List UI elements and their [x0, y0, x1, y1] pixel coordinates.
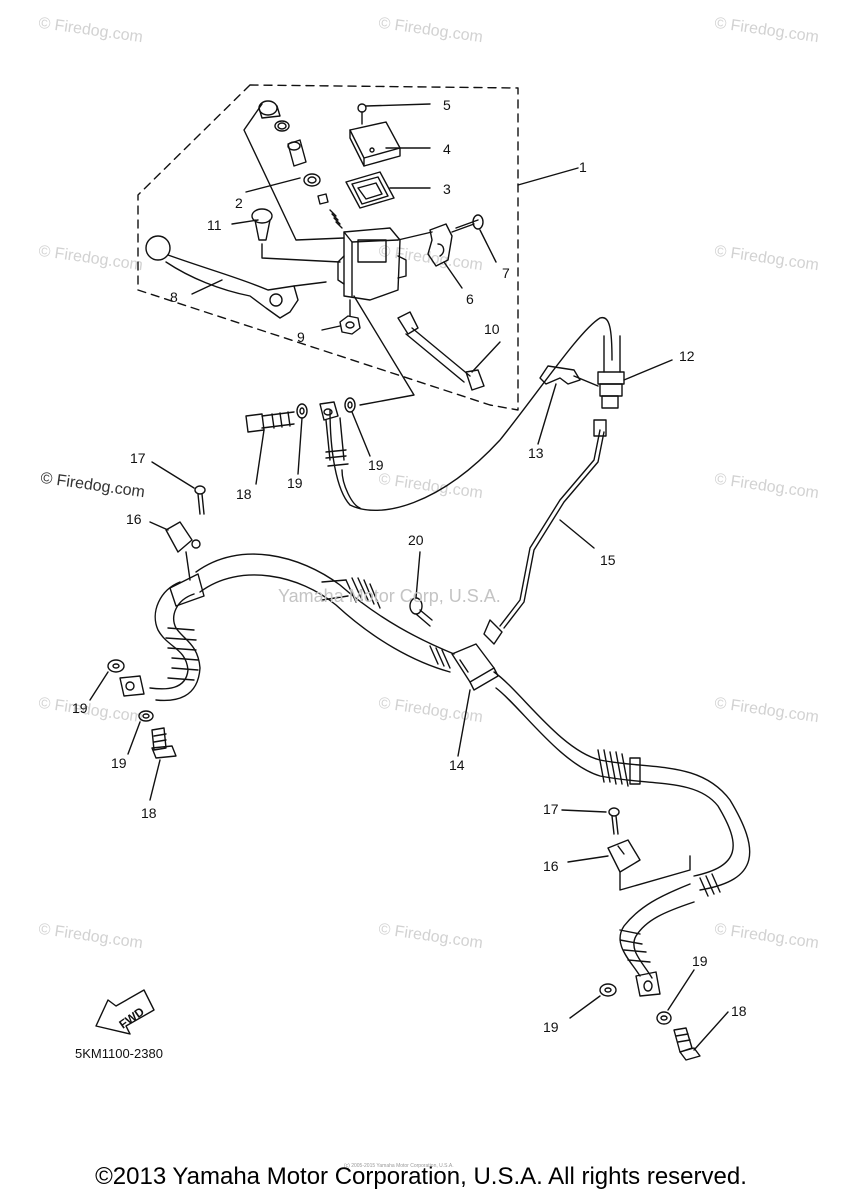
washer-lower-right-b: [656, 1011, 672, 1025]
callout: 19: [543, 1019, 559, 1035]
bolt-7: [451, 214, 484, 233]
center-watermark: Yamaha Motor Corp, U.S.A.: [278, 586, 501, 606]
master-cylinder: [337, 227, 407, 301]
callout: 19: [72, 700, 88, 716]
callout: 18: [731, 1003, 747, 1019]
callout: 9: [297, 329, 305, 345]
callout: 19: [692, 953, 708, 969]
brake-switch: [397, 311, 485, 391]
washer-lower-left-a: [107, 659, 125, 673]
callout: 4: [443, 141, 451, 157]
callout: 7: [502, 265, 510, 281]
callout-1-leader: [517, 167, 579, 186]
callout: 1: [579, 159, 587, 175]
tiny-copyright: (c) 2005-2015 Yamaha Motor Corporation, …: [344, 1163, 454, 1169]
callout: 14: [449, 757, 465, 773]
washer-lower-right-a: [599, 983, 617, 997]
right-brake-hose: [493, 671, 751, 997]
callout: 19: [287, 475, 303, 491]
callout: 8: [170, 289, 178, 305]
nut: [339, 299, 361, 335]
union-bolt-lower-right: [673, 1027, 701, 1061]
washer-lower-left-b: [138, 710, 154, 722]
leader-lines: [89, 103, 729, 1051]
reservoir-cap: [349, 121, 401, 167]
callout: 3: [443, 181, 451, 197]
hose-end-upper: [319, 401, 349, 467]
callout: 16: [543, 858, 559, 874]
union-bolt-top: [245, 411, 295, 433]
holder: [397, 223, 453, 267]
diaphragm: [345, 171, 395, 209]
screw-5: [357, 103, 367, 125]
callout: 5: [443, 97, 451, 113]
callout: 6: [466, 291, 474, 307]
clip-16-right: [607, 839, 691, 891]
bolt-17-right: [608, 807, 620, 835]
callout: 2: [235, 195, 243, 211]
callout: 13: [528, 445, 544, 461]
callout: 11: [207, 217, 222, 233]
callout: 12: [679, 348, 695, 364]
washer-top-a: [296, 403, 308, 419]
copyright-footer: ©2013 Yamaha Motor Corporation, U.S.A. A…: [95, 1163, 747, 1190]
left-brake-hose: [119, 553, 455, 702]
assembly-dashed-boundary: [137, 84, 519, 411]
callout: 19: [368, 457, 384, 473]
callout: 17: [543, 801, 559, 817]
part-code: 5KM1100-2380: [75, 1046, 163, 1061]
callout: 15: [600, 552, 616, 568]
callout: 10: [484, 321, 500, 337]
callout: 20: [408, 532, 424, 548]
clip-16-left: [165, 521, 201, 581]
brake-lever: [145, 235, 327, 319]
piston-kit: [243, 100, 345, 241]
callout: 16: [126, 511, 142, 527]
clip-13: [539, 365, 599, 387]
upper-brake-hose: [329, 317, 625, 512]
pivot-bolt: [251, 208, 341, 263]
fwd-arrow: [95, 989, 155, 1035]
callout: 17: [130, 450, 146, 466]
callout: 18: [236, 486, 252, 502]
washer-top-b: [344, 397, 356, 413]
bolt-17-left: [194, 485, 206, 515]
callout: 18: [141, 805, 157, 821]
three-way-joint: [451, 643, 499, 691]
callout: 19: [111, 755, 127, 771]
union-bolt-lower-left: [151, 727, 177, 759]
brake-pipe: [483, 419, 607, 645]
